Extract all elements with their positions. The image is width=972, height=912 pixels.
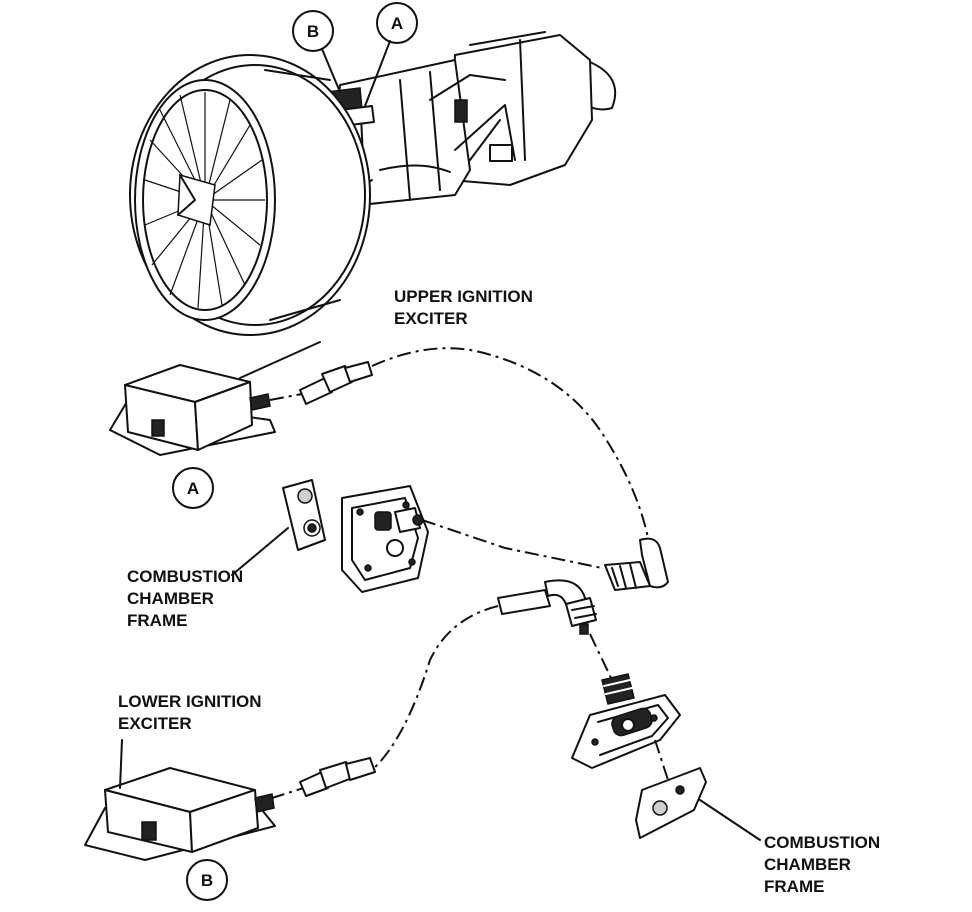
callout-b-detail-label: B xyxy=(201,871,213,890)
svg-text:UPPER IGNITION: UPPER IGNITION xyxy=(394,287,533,306)
combustion-frame-label-left: COMBUSTION CHAMBER FRAME xyxy=(127,567,243,630)
svg-text:EXCITER: EXCITER xyxy=(118,714,192,733)
svg-text:CHAMBER: CHAMBER xyxy=(764,855,851,874)
callout-b-top: B xyxy=(292,10,341,93)
callout-a-detail-label: A xyxy=(187,479,199,498)
lower-ignition-exciter xyxy=(84,739,276,861)
svg-text:CHAMBER: CHAMBER xyxy=(127,589,214,608)
upper-frame-plate xyxy=(341,485,429,593)
lower-frame-gasket xyxy=(635,767,707,839)
lower-elbow-connector xyxy=(497,579,597,635)
svg-text:COMBUSTION: COMBUSTION xyxy=(764,833,880,852)
lower-lead-plug xyxy=(299,757,376,797)
svg-text:FRAME: FRAME xyxy=(764,877,824,896)
upper-ignition-exciter xyxy=(109,341,321,456)
svg-text:COMBUSTION: COMBUSTION xyxy=(127,567,243,586)
callout-b-top-label: B xyxy=(307,22,319,41)
upper-frame-gasket xyxy=(282,479,326,551)
upper-plug-lead xyxy=(421,519,603,569)
combustion-frame-label-right: COMBUSTION CHAMBER FRAME xyxy=(764,833,880,896)
lower-igniter-plug xyxy=(601,673,635,705)
turbofan-engine xyxy=(129,31,617,336)
lower-exciter-label: LOWER IGNITION EXCITER xyxy=(118,692,262,733)
upper-exciter-label: UPPER IGNITION EXCITER xyxy=(394,287,533,328)
svg-text:LOWER IGNITION: LOWER IGNITION xyxy=(118,692,262,711)
svg-text:FRAME: FRAME xyxy=(127,611,187,630)
svg-text:EXCITER: EXCITER xyxy=(394,309,468,328)
callout-a-top-label: A xyxy=(391,14,403,33)
lower-ignition-lead xyxy=(271,605,499,799)
callout-b-detail: B xyxy=(186,859,228,901)
callout-a-detail: A xyxy=(172,467,214,509)
callout-a-top: A xyxy=(364,2,418,107)
upper-ignition-lead xyxy=(269,347,651,549)
upper-lead-plug xyxy=(299,361,373,405)
upper-elbow-connector xyxy=(604,537,669,591)
lower-frame-plate xyxy=(571,694,681,769)
